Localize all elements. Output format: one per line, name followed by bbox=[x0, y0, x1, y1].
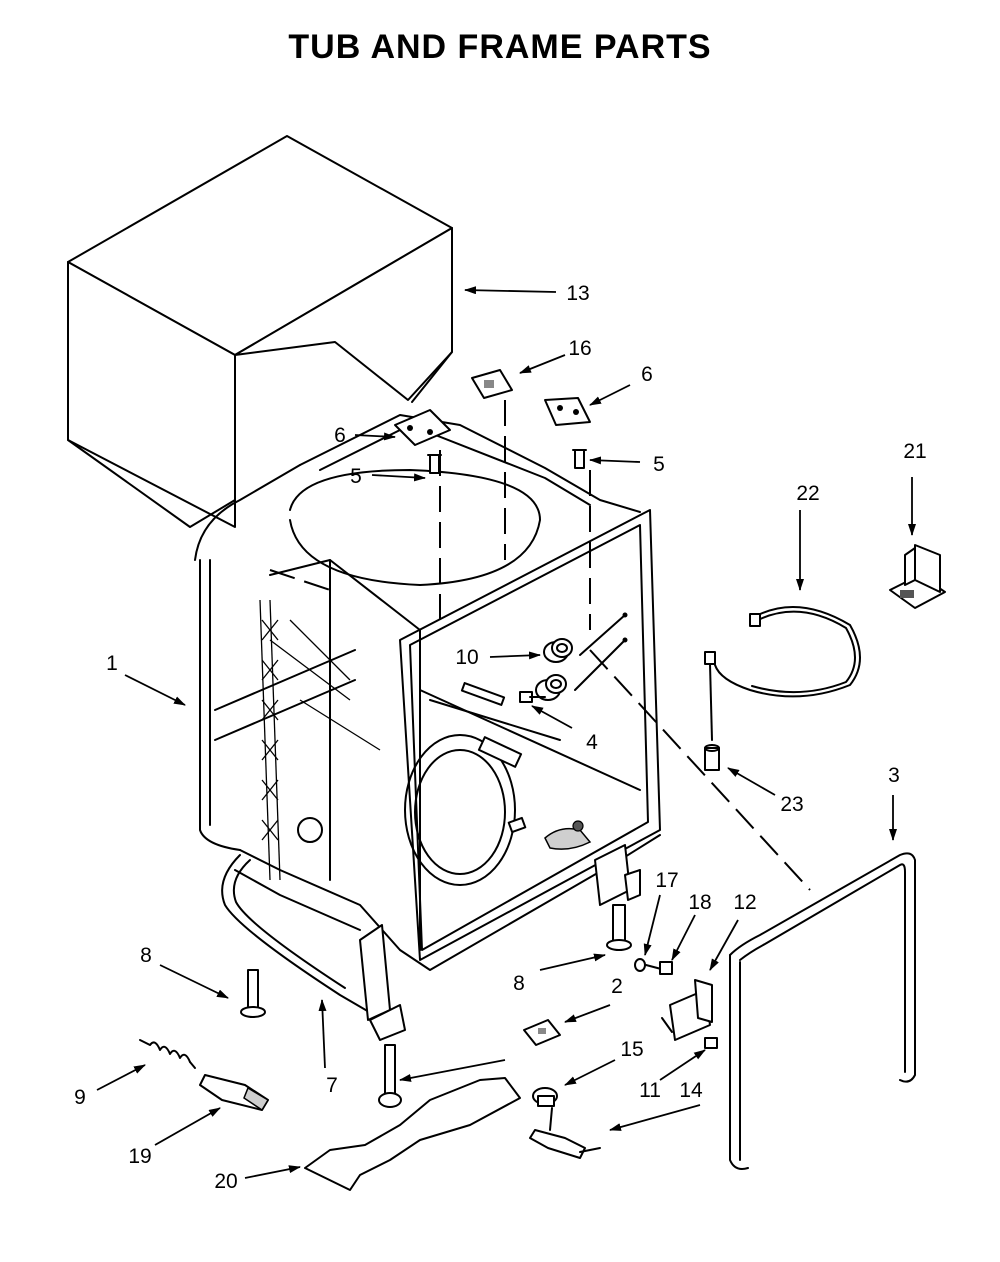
wire-harness-part bbox=[704, 606, 861, 741]
switch-part bbox=[529, 1087, 601, 1159]
callout-4: 4 bbox=[586, 731, 598, 754]
callout-16: 16 bbox=[568, 337, 591, 360]
leveling-leg-right-part bbox=[606, 904, 632, 951]
insulation-blanket-part bbox=[67, 135, 453, 528]
callout-14: 14 bbox=[679, 1079, 703, 1102]
hinge-bracket-left-part bbox=[394, 409, 451, 474]
bracket-hardware-part bbox=[634, 958, 718, 1049]
door-gasket-part bbox=[729, 852, 916, 1170]
callout-9: 9 bbox=[74, 1086, 86, 1109]
callout-18: 18 bbox=[688, 891, 711, 914]
callout-11: 11 bbox=[639, 1079, 661, 1102]
callout-22: 22 bbox=[796, 482, 819, 505]
callout-8b: 8 bbox=[513, 972, 525, 995]
diagram-title: TUB AND FRAME PARTS bbox=[288, 28, 712, 66]
leveling-leg-left-part bbox=[240, 969, 266, 1018]
callout-10: 10 bbox=[455, 646, 478, 669]
callout-2: 2 bbox=[611, 975, 623, 998]
mounting-bracket-part bbox=[889, 544, 946, 609]
callout-8a: 8 bbox=[140, 944, 152, 967]
tub-part bbox=[194, 414, 661, 971]
plate-part bbox=[523, 1019, 561, 1046]
callout-3: 3 bbox=[888, 764, 900, 787]
tab-part bbox=[471, 369, 513, 399]
callout-21: 21 bbox=[903, 440, 926, 463]
standoff-part bbox=[704, 744, 720, 771]
callout-5b: 5 bbox=[653, 453, 665, 476]
spring-part bbox=[139, 1039, 196, 1069]
leveling-leg-front-part bbox=[378, 1044, 402, 1108]
right-bracket-part bbox=[594, 844, 641, 906]
callout-15: 15 bbox=[620, 1038, 643, 1061]
hinge-bracket-right-part bbox=[544, 397, 591, 469]
callout-17: 17 bbox=[655, 869, 678, 892]
callout-12: 12 bbox=[733, 891, 756, 914]
callout-19: 19 bbox=[128, 1145, 151, 1168]
callout-23: 23 bbox=[780, 793, 803, 816]
pad-part bbox=[199, 1074, 270, 1112]
callout-6b: 6 bbox=[641, 363, 653, 386]
callout-13: 13 bbox=[566, 282, 589, 305]
callout-5a: 5 bbox=[350, 465, 362, 488]
side-rail-part bbox=[221, 854, 406, 1041]
callout-7: 7 bbox=[326, 1074, 338, 1097]
leader-arrows bbox=[96, 286, 916, 1179]
callout-1: 1 bbox=[106, 652, 118, 675]
base-plate-part bbox=[304, 1077, 521, 1191]
callout-6a: 6 bbox=[334, 424, 346, 447]
grommet-part bbox=[519, 614, 626, 703]
callout-20: 20 bbox=[214, 1170, 237, 1193]
